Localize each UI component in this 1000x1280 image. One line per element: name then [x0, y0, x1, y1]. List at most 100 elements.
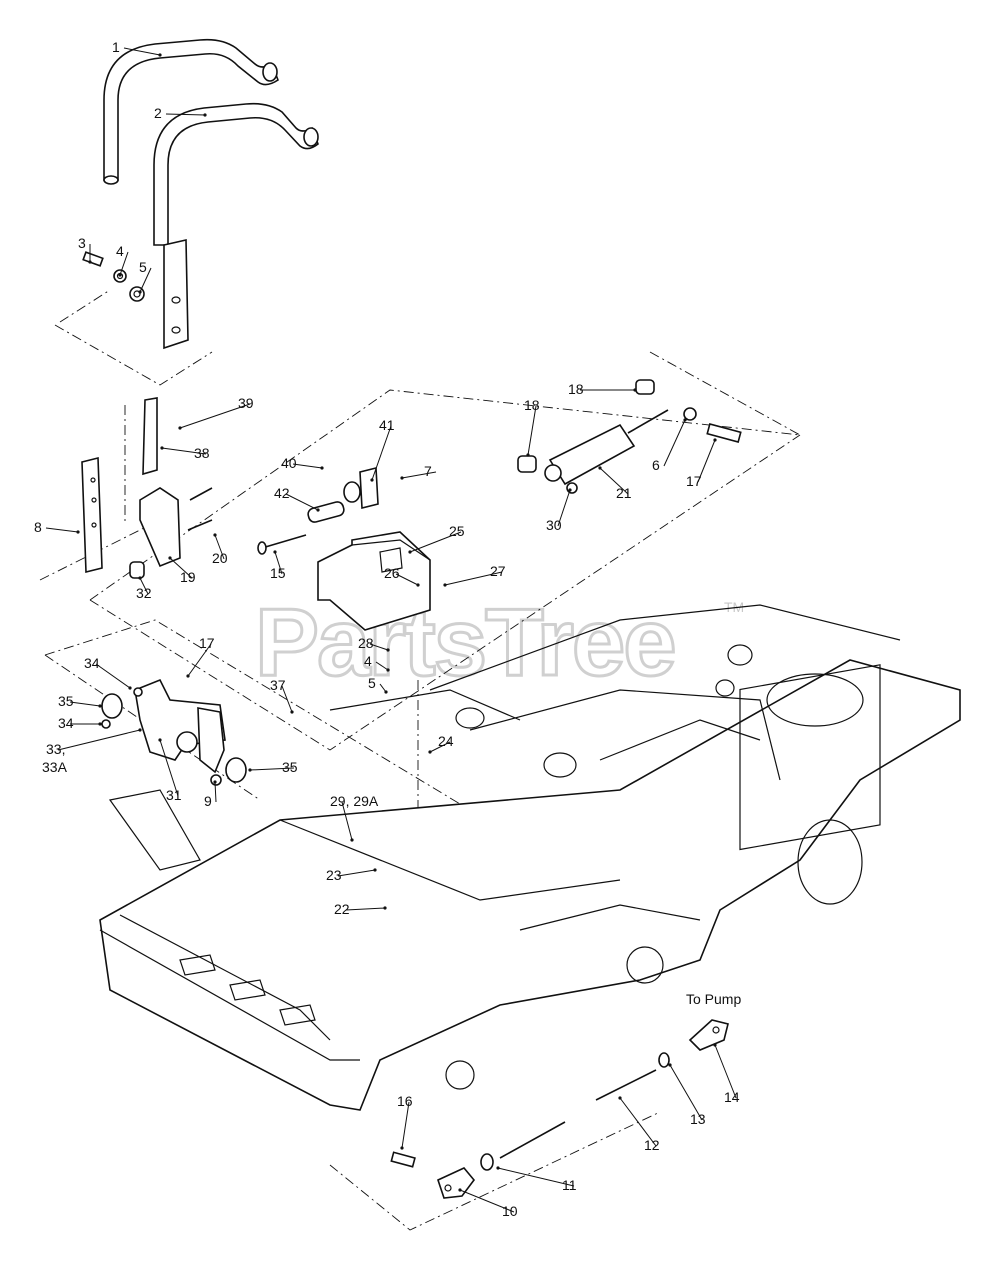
leader-line-c19 [169, 557, 193, 579]
leader-arrow-c18a [526, 453, 530, 457]
leader-line-c4a [119, 251, 129, 276]
handle-2 [153, 102, 319, 350]
leader-arrow-c11 [496, 1166, 500, 1170]
callout-c4a: 4 [116, 243, 124, 259]
leader-line-c20 [214, 534, 225, 560]
leader-line-c25 [409, 531, 462, 553]
callout-c25: 25 [449, 523, 465, 539]
leader-line-c4b [375, 661, 389, 671]
callout-c2: 2 [154, 105, 162, 121]
leader-arrow-c12 [618, 1096, 622, 1100]
leader-line-c41 [371, 425, 392, 481]
leader-arrow-c14 [713, 1043, 717, 1047]
leader-line-c9 [214, 781, 217, 803]
callout-c33: 33, [46, 741, 65, 757]
leader-line-c42 [285, 493, 319, 511]
leader-line-c17b [187, 643, 212, 677]
leader-line-c8 [45, 527, 79, 533]
callout-c34b: 34 [58, 715, 74, 731]
leader-arrow-c16 [400, 1146, 404, 1150]
callout-c10: 10 [502, 1203, 518, 1219]
callout-c3: 3 [78, 235, 86, 251]
callout-c24: 24 [438, 733, 454, 749]
leader-line-c39 [179, 403, 251, 429]
plane-bracket-bottom [89, 434, 801, 751]
leader-arrow-c38 [160, 446, 164, 450]
callout-c42: 42 [274, 485, 290, 501]
pin-15 [257, 534, 307, 555]
callout-c8: 8 [34, 519, 42, 535]
callout-c40: 40 [281, 455, 297, 471]
callout-c18a: 18 [524, 397, 540, 413]
callout-c35a: 35 [58, 693, 74, 709]
callout-c21: 21 [616, 485, 632, 501]
callout-c14: 14 [724, 1089, 740, 1105]
bracket-41 [343, 466, 379, 510]
leader-arrow-c10 [458, 1188, 462, 1192]
callout-c5b: 5 [368, 675, 376, 691]
leader-arrow-c17a [713, 438, 717, 442]
leader-arrow-c34a [128, 686, 132, 690]
gas-spring-21 [544, 409, 669, 486]
leader-arrow-c19 [168, 556, 172, 560]
leader-line-c10 [459, 1189, 515, 1213]
callout-c18b: 18 [568, 381, 584, 397]
spacer-32 [129, 561, 145, 579]
leader-line-c35a [69, 701, 101, 707]
leader-arrow-c22 [383, 906, 387, 910]
leader-line-c37 [281, 685, 293, 713]
plate-38 [142, 397, 158, 476]
callout-c22: 22 [334, 901, 350, 917]
callout-c16: 16 [397, 1093, 413, 1109]
callout-c13: 13 [690, 1111, 706, 1127]
leader-arrow-c2 [203, 113, 207, 117]
leader-line-c11 [497, 1167, 575, 1187]
leader-line-c32 [139, 577, 149, 595]
leader-arrow-c9 [213, 780, 217, 784]
callout-c26: 26 [384, 565, 400, 581]
leader-arrow-c3 [88, 260, 92, 264]
leader-arrow-c21 [598, 466, 602, 470]
callout-c39: 39 [238, 395, 254, 411]
leader-line-c17a [697, 439, 716, 483]
leader-line-c12 [619, 1097, 657, 1147]
plane-handle-mount [54, 324, 213, 386]
bolts-20 [187, 487, 213, 531]
post-8 [81, 456, 103, 574]
leader-arrow-c35b [248, 768, 252, 772]
leader-arrow-c40 [320, 466, 324, 470]
leader-arrow-c30 [568, 488, 572, 492]
bushings-35 [101, 693, 247, 783]
callout-c19: 19 [180, 569, 196, 585]
leader-arrow-c7 [400, 476, 404, 480]
callout-c28: 28 [358, 635, 374, 651]
leader-line-c14 [714, 1044, 737, 1099]
leader-line-c13 [669, 1064, 703, 1121]
bolt-16 [390, 1151, 416, 1168]
leader-arrow-c33 [138, 728, 142, 732]
bracket-19 [139, 487, 181, 568]
leader-arrow-c37 [290, 710, 294, 714]
leader-arrow-c34b [98, 722, 102, 726]
leader-arrow-c42 [316, 508, 320, 512]
rod-end-14 [688, 1019, 729, 1051]
watermark-text: PartsTree [255, 589, 675, 696]
rod-end-10 [437, 1167, 476, 1199]
callout-c11: 11 [562, 1177, 577, 1193]
leader-arrow-c4b [386, 668, 390, 672]
leader-arrow-c28 [386, 648, 390, 652]
callout-c20: 20 [212, 550, 228, 566]
leader-arrow-c25 [408, 550, 412, 554]
spring-42 [307, 501, 345, 523]
hardware-3-4-5 [82, 251, 145, 302]
leader-line-c33 [57, 729, 141, 751]
leader-arrow-c31 [158, 738, 162, 742]
handle-1 [103, 38, 279, 185]
leader-arrow-c5a [138, 290, 142, 294]
callout-c37: 37 [270, 677, 286, 693]
leader-arrow-c20 [213, 533, 217, 537]
leader-line-c29 [341, 801, 353, 841]
leader-line-c40 [292, 463, 323, 469]
